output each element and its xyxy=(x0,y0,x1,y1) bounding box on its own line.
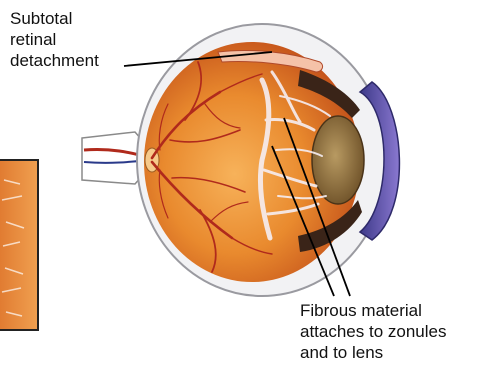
fibrous-label-line-3: and to lens xyxy=(300,342,446,363)
lens xyxy=(312,116,364,204)
fibrous-material-label: Fibrous material attaches to zonules and… xyxy=(300,300,446,363)
retinal-label-line-3: detachment xyxy=(10,50,99,71)
fundus-inset xyxy=(0,160,38,330)
retinal-detachment-label: Subtotal retinal detachment xyxy=(10,8,99,71)
fibrous-label-line-2: attaches to zonules xyxy=(300,321,446,342)
fibrous-label-line-1: Fibrous material xyxy=(300,300,446,321)
retinal-label-line-1: Subtotal xyxy=(10,8,99,29)
retinal-label-line-2: retinal xyxy=(10,29,99,50)
